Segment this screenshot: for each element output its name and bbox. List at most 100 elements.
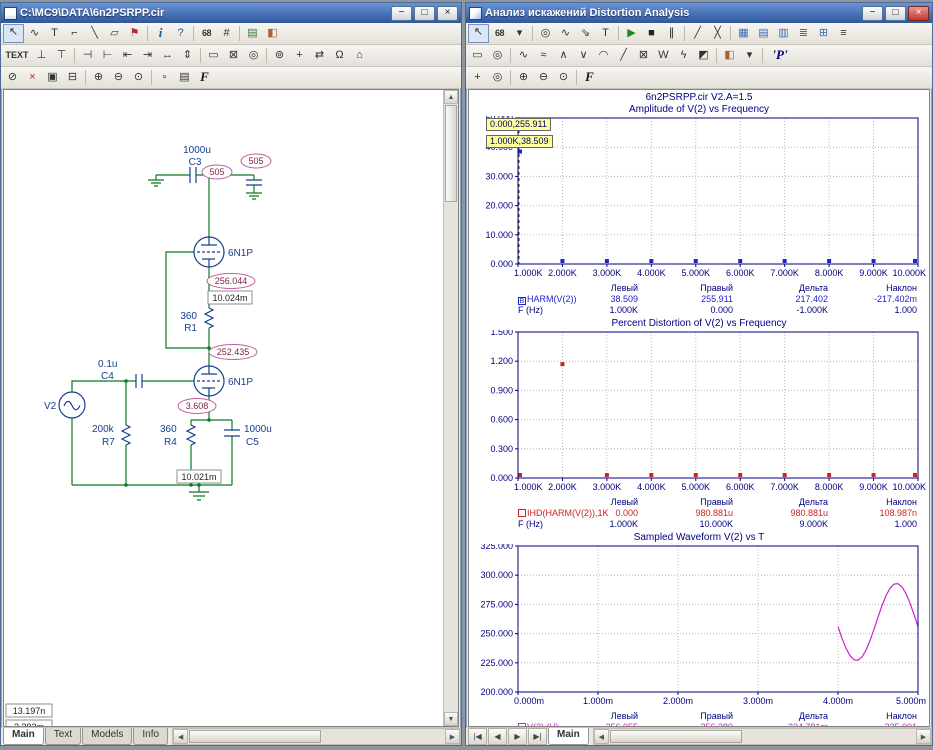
text-mode-icon[interactable]: T [596, 25, 615, 42]
track-cursor-icon[interactable]: ◎ [488, 69, 507, 86]
tangent-cursor-icon[interactable]: ╳ [708, 25, 727, 42]
page-icon[interactable]: ▭ [468, 47, 487, 64]
flag-mode-icon[interactable]: ⚑ [125, 25, 144, 42]
align-left-icon[interactable]: ⊣ [78, 47, 97, 64]
analysis-titlebar[interactable]: Анализ искажений Distortion Analysis − □… [466, 3, 932, 23]
fourier-icon[interactable]: F [195, 69, 214, 86]
component-mode-icon[interactable]: ∿ [25, 25, 44, 42]
step-left-icon[interactable]: ⇤ [118, 47, 137, 64]
select-tool-icon[interactable]: ↖ [3, 24, 24, 43]
zoom-out-icon[interactable]: ⊖ [109, 69, 128, 86]
horizontal-scroll-track[interactable] [322, 729, 445, 744]
slope-cursor-icon[interactable]: ╱ [688, 25, 707, 42]
select-tool-icon[interactable]: ↖ [468, 24, 489, 43]
overlay-icon[interactable]: ◩ [694, 47, 713, 64]
node-snap-icon[interactable]: ⊤ [52, 47, 71, 64]
waveform-icon[interactable]: ∿ [556, 25, 575, 42]
chart3-plot[interactable]: 200.000225.000250.000275.000300.000325.0… [472, 544, 928, 706]
step-right-icon[interactable]: ⇥ [138, 47, 157, 64]
tab-text[interactable]: Text [45, 728, 81, 745]
valley-icon[interactable]: ∨ [574, 47, 593, 64]
properties-icon[interactable]: ≡ [834, 25, 853, 42]
xy-plot-icon[interactable]: ⊠ [634, 47, 653, 64]
stop-icon[interactable]: ■ [642, 25, 661, 42]
page-nav-button-2[interactable]: ▶ [508, 728, 527, 745]
mirror-icon[interactable]: ↔ [158, 47, 177, 64]
home-icon[interactable]: ⌂ [350, 47, 369, 64]
scroll-right-button[interactable]: ▶ [445, 729, 460, 744]
picture-icon[interactable]: ▤ [243, 25, 262, 42]
page-nav-button-3[interactable]: ▶| [528, 728, 547, 745]
page-nav-button-1[interactable]: ◀ [488, 728, 507, 745]
sine-icon[interactable]: ∿ [514, 47, 533, 64]
info-mode-icon[interactable]: i [151, 25, 170, 42]
scroll-up-button[interactable]: ▲ [444, 90, 458, 104]
triode-upper[interactable] [194, 237, 224, 267]
schematic-titlebar[interactable]: C:\MC9\DATA\6n2PSRPP.cir − □ × [1, 3, 461, 23]
help-mode-icon[interactable]: ? [171, 25, 190, 42]
scroll-left-button[interactable]: ◀ [173, 729, 188, 744]
spectrum-icon[interactable]: ϟ [674, 47, 693, 64]
page-nav-button-0[interactable]: |◀ [468, 728, 487, 745]
cursor-mode-icon[interactable]: ◎ [536, 25, 555, 42]
color-icon[interactable]: ◧ [720, 47, 739, 64]
target-icon[interactable]: ◎ [244, 47, 263, 64]
ground-symbol-supply-left[interactable] [148, 180, 164, 186]
vertical-scroll-track[interactable] [444, 203, 458, 712]
resistor-r4[interactable] [187, 425, 195, 445]
zoom-in-icon[interactable]: ⊕ [89, 69, 108, 86]
panel-list-icon[interactable]: ≣ [794, 25, 813, 42]
zoom-fit-icon[interactable]: ⊙ [554, 69, 573, 86]
scroll-left-button[interactable]: ◀ [594, 729, 609, 744]
panel-rows-icon[interactable]: ▤ [754, 25, 773, 42]
maximize-button[interactable]: □ [414, 6, 435, 21]
schematic-canvas[interactable]: 1000u C3 6N1P 360 R1 0.1u C4 V2 6N1P 200… [3, 89, 459, 727]
scroll-right-button[interactable]: ▶ [916, 729, 931, 744]
capacitor-c3[interactable] [190, 167, 196, 183]
scale-mode-icon[interactable]: 68 [490, 25, 509, 42]
clear-mode-icon[interactable]: ⊘ [3, 69, 22, 86]
horizontal-scroll-track[interactable] [743, 729, 916, 744]
pkey-icon[interactable]: 'P' [766, 47, 794, 64]
ohm-icon[interactable]: Ω [330, 47, 349, 64]
triode-lower[interactable] [194, 366, 224, 396]
diagonal-wire-icon[interactable]: ╲ [85, 25, 104, 42]
watts-icon[interactable]: W [654, 47, 673, 64]
find-icon[interactable]: ⊚ [270, 47, 289, 64]
arc-icon[interactable]: ◠ [594, 47, 613, 64]
minimize-button[interactable]: − [862, 6, 883, 21]
ground-symbol-bottom[interactable] [189, 492, 209, 500]
point-tag-icon[interactable]: 68 [197, 25, 216, 42]
zoom-in-icon[interactable]: ⊕ [514, 69, 533, 86]
pin-connect-icon[interactable]: ⊥ [32, 47, 51, 64]
delete-icon[interactable]: × [23, 69, 42, 86]
horizontal-scrollbar[interactable]: ◀ ▶ [593, 728, 932, 745]
peak-icon[interactable]: ∧ [554, 47, 573, 64]
horizontal-scrollbar[interactable]: ◀ ▶ [172, 728, 461, 745]
panel-grid-icon[interactable]: ▦ [734, 25, 753, 42]
pan-icon[interactable]: + [290, 47, 309, 64]
ripple-icon[interactable]: ≈ [534, 47, 553, 64]
grid-toggle-icon[interactable]: ▫ [155, 69, 174, 86]
pause-icon[interactable]: ∥ [662, 25, 681, 42]
horizontal-scroll-thumb[interactable] [610, 730, 742, 743]
vertical-scroll-thumb[interactable] [445, 105, 457, 202]
horizontal-scroll-thumb[interactable] [189, 730, 321, 743]
fourier-icon[interactable]: F [580, 69, 599, 86]
wire-mode-icon[interactable]: ⌐ [65, 25, 84, 42]
capacitor-c4[interactable] [136, 374, 142, 388]
source-v2[interactable] [59, 392, 85, 418]
measure-icon[interactable]: ⇘ [576, 25, 595, 42]
tab-models[interactable]: Models [82, 728, 132, 745]
flip-icon[interactable]: ⇕ [178, 47, 197, 64]
resistor-r7[interactable] [122, 425, 130, 445]
copy-icon[interactable]: ▣ [43, 69, 62, 86]
close-button[interactable]: × [437, 6, 458, 21]
minimize-button[interactable]: − [391, 6, 412, 21]
panel-cols-icon[interactable]: ▥ [774, 25, 793, 42]
close-button[interactable]: × [908, 6, 929, 21]
scroll-down-button[interactable]: ▼ [444, 712, 458, 726]
maximize-button[interactable]: □ [885, 6, 906, 21]
box-tool-icon[interactable]: ⊠ [224, 47, 243, 64]
paste-icon[interactable]: ⊟ [63, 69, 82, 86]
